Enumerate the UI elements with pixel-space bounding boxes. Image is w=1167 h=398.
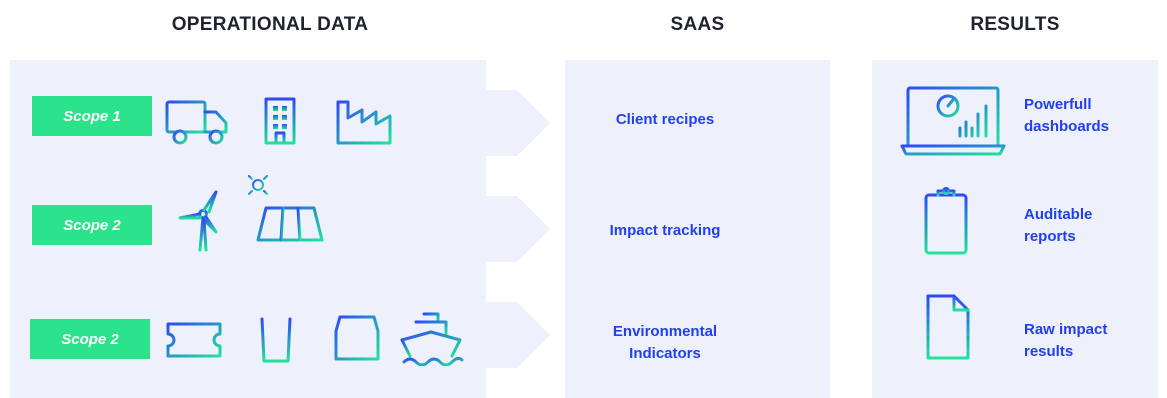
result-powerfull-dashboards: Powerfull dashboards: [1024, 96, 1110, 135]
saas-item-impact-tracking: Impact tracking: [609, 222, 721, 239]
cargo-ship-icon: [400, 312, 464, 366]
office-building-icon: [264, 97, 296, 145]
result-auditable-reports: Auditable reports: [1024, 206, 1093, 245]
result-raw-impact-results: Raw impact results: [1024, 321, 1108, 360]
factory-icon: [336, 100, 392, 145]
saas-item-client-recipes: Client recipes: [615, 111, 715, 128]
scope-1-badge: Scope 1: [32, 96, 152, 136]
saas-item-environmental-indicators: Environmental Indicators: [612, 323, 718, 362]
clipboard-list-icon: [924, 187, 968, 255]
solar-panel-sun-icon: [244, 171, 324, 252]
truck-icon: [165, 100, 228, 145]
operational-data-panel: [10, 60, 550, 398]
results-heading: RESULTS: [970, 14, 1060, 35]
saas-heading: SAAS: [670, 14, 725, 35]
ticket-list-icon: [166, 322, 222, 358]
wind-turbine-icon: [178, 190, 218, 252]
results-panel: [872, 60, 1158, 398]
operational-data-heading: OPERATIONAL DATA: [171, 14, 369, 35]
scope-2-badge: Scope 2: [32, 205, 152, 245]
trash-bin-icon: [256, 311, 296, 363]
document-chart-icon: [926, 294, 970, 360]
scope-2-badge-second: Scope 2: [30, 319, 150, 359]
saas-panel: [565, 60, 830, 398]
package-box-icon: [334, 315, 380, 361]
laptop-dashboard-icon: [900, 86, 1006, 156]
